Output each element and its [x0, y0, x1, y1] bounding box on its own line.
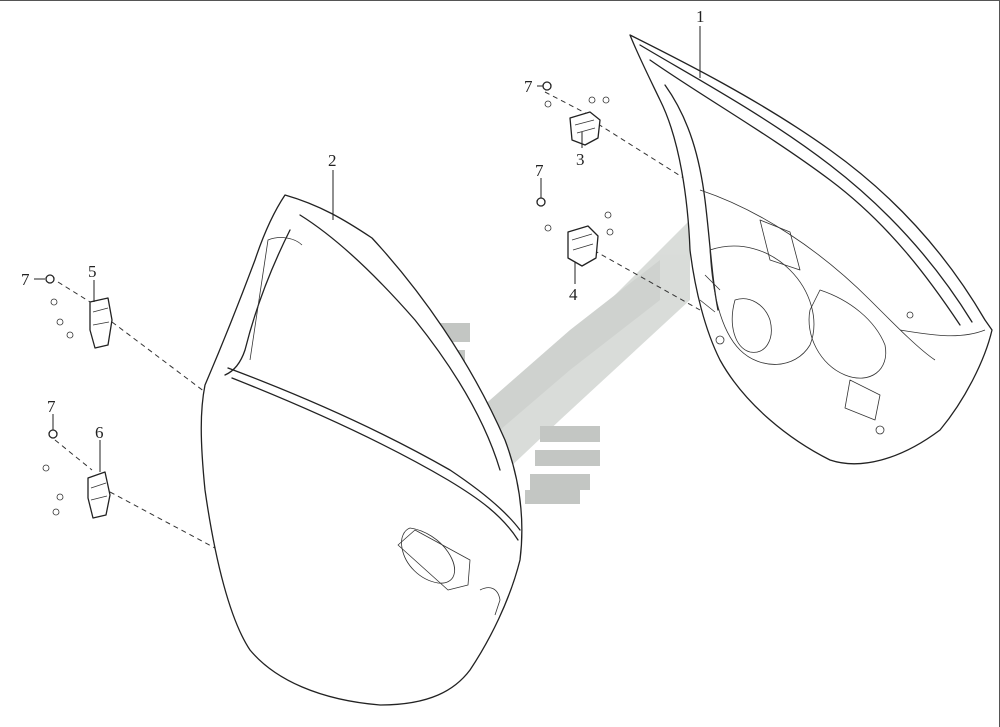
callout-labels: 1 2 3 4 5 6 7 7 7 7 [21, 7, 705, 442]
callout-5: 5 [88, 262, 97, 281]
callout-6: 6 [95, 423, 104, 442]
callout-7-right-upper: 7 [524, 77, 533, 96]
callout-2: 2 [328, 151, 337, 170]
callout-7-left-lower: 7 [47, 397, 56, 416]
callout-3: 3 [576, 150, 585, 169]
hinge-part-6 [42, 464, 111, 519]
door-outer-panel-part-2 [200, 194, 523, 706]
callout-4: 4 [569, 285, 578, 304]
assembly-dashed-lines [54, 91, 701, 549]
hinge-part-5 [50, 297, 113, 349]
hinge-part-4 [544, 211, 614, 267]
callout-1: 1 [696, 7, 705, 26]
hinge-part-3 [544, 96, 610, 146]
callout-leaders [34, 26, 701, 472]
callout-7-left-upper: 7 [21, 270, 30, 289]
door-inner-frame-part-1 [629, 34, 993, 465]
callout-7-right-lower: 7 [535, 161, 544, 180]
